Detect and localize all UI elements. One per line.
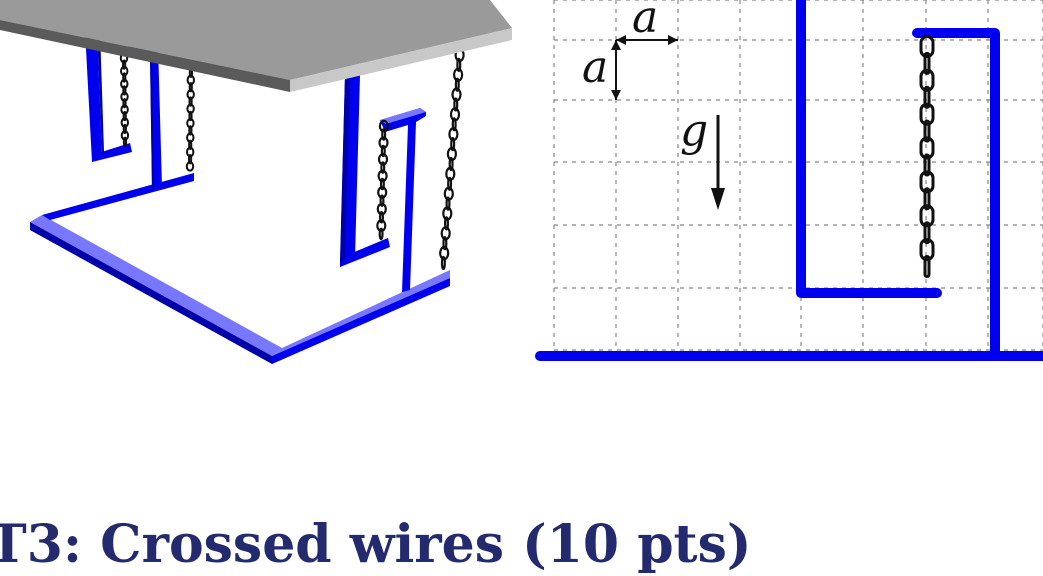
- top-plate-surface: [0, 0, 512, 80]
- gravity-label: g: [680, 105, 708, 156]
- gravity-arrow: g: [680, 105, 725, 210]
- left-hook-wire: [796, 0, 942, 298]
- right-hook-wire: [912, 28, 1000, 361]
- chain-back-2: [185, 60, 196, 172]
- chain-front-1: [376, 119, 389, 241]
- unit-marker-vertical: a: [582, 40, 621, 100]
- top-plate-front-edge: [290, 28, 512, 92]
- base-frame-left-beam: [30, 215, 282, 356]
- base-frame-right-beam-front: [272, 278, 450, 364]
- front-left-hook: [340, 75, 390, 267]
- back-left-hook: [85, 30, 132, 162]
- unit-label-horizontal: a: [632, 0, 658, 43]
- unit-label-vertical: a: [582, 42, 608, 93]
- unit-marker-horizontal: a: [616, 0, 678, 45]
- top-plate-side-edge: [0, 20, 290, 92]
- base-frame-back-beam: [42, 173, 194, 220]
- base-frame: [30, 173, 450, 364]
- top-plate: [0, 0, 512, 92]
- chain-back-1: [119, 53, 130, 148]
- chain-front-2: [439, 47, 465, 271]
- base-frame-right-beam: [272, 270, 450, 356]
- grid-diagram: a a g: [535, 0, 1043, 361]
- base-frame-left-beam-front: [30, 222, 272, 364]
- perspective-illustration: [0, 0, 512, 364]
- problem-title: T3: Crossed wires (10 pts): [0, 514, 752, 575]
- front-right-hook: [380, 108, 426, 292]
- wires: [535, 0, 1043, 361]
- grid-chain: [919, 35, 935, 278]
- back-middle-hook: [120, 45, 162, 190]
